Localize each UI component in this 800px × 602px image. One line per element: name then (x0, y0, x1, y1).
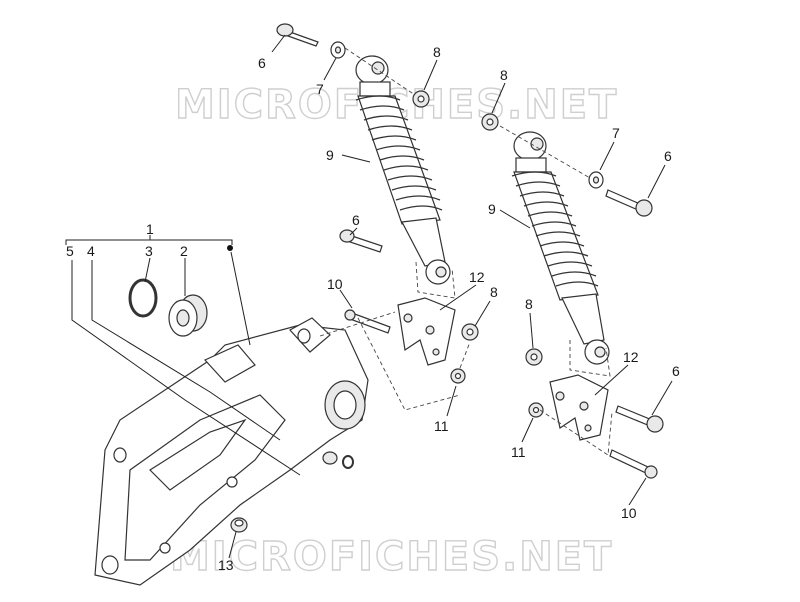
callout-8-mid-right: 8 (525, 296, 533, 312)
watermark-bottom: MICROFICHES.NET (170, 534, 613, 580)
circlip (128, 278, 158, 318)
nut-13-lower (230, 517, 248, 533)
nut-8-top-left (412, 90, 430, 108)
bolt-10-left (344, 309, 391, 334)
callout-10-right: 10 (621, 505, 637, 521)
callout-7-right: 7 (612, 125, 620, 141)
swingarm-body (94, 317, 369, 586)
bearing (168, 294, 208, 337)
callout-6-middle: 6 (352, 212, 360, 228)
callout-9-right: 9 (488, 201, 496, 217)
callout-6-right-upper: 6 (664, 148, 672, 164)
nut-13-upper (322, 451, 354, 469)
leader-lines (65, 34, 673, 559)
bolt-10-right (609, 449, 658, 479)
nut-8-mid-right (525, 348, 543, 366)
nut-11-left (450, 368, 466, 384)
bracket-right (549, 374, 609, 441)
bolt-6-right-lower (615, 405, 664, 433)
callout-8-top-left: 8 (433, 44, 441, 60)
shock-absorber-right (511, 131, 610, 365)
bolt-6-right-upper (605, 189, 653, 217)
callout-6-top: 6 (258, 55, 266, 71)
bolt-6-top (276, 23, 319, 47)
callout-11-right: 11 (511, 444, 526, 460)
callout-2: 2 (180, 243, 188, 259)
nut-11-right (528, 402, 544, 418)
assembly-lines (319, 47, 613, 456)
callout-10-left: 10 (327, 276, 343, 292)
callout-4: 4 (87, 243, 95, 259)
callout-3: 3 (145, 243, 153, 259)
washer-7-right (588, 171, 604, 189)
callout-12-left: 12 (469, 269, 485, 285)
callout-7-left: 7 (316, 81, 324, 97)
callout-9-left: 9 (326, 147, 334, 163)
callout-6-right-lower: 6 (672, 363, 680, 379)
bracket-left (397, 297, 456, 366)
nut-8-top-right (481, 113, 499, 131)
washer-7-left (330, 41, 346, 59)
callout-5: 5 (66, 243, 74, 259)
callout-12-right: 12 (623, 349, 639, 365)
callout-1: 1 (146, 221, 154, 237)
callout-11-left: 11 (434, 418, 449, 434)
callout-8-mid-left: 8 (490, 284, 498, 300)
callout-13: 13 (218, 557, 234, 573)
reference-dot-icon (227, 245, 233, 251)
callout-8-top-right: 8 (500, 67, 508, 83)
shock-absorber-left (355, 55, 451, 285)
bolt-6-middle (339, 229, 383, 253)
nut-8-mid-left (461, 323, 479, 341)
callout-labels: 1 2 3 4 5 6 6 6 6 7 7 8 8 8 8 9 9 10 10 … (66, 44, 680, 573)
